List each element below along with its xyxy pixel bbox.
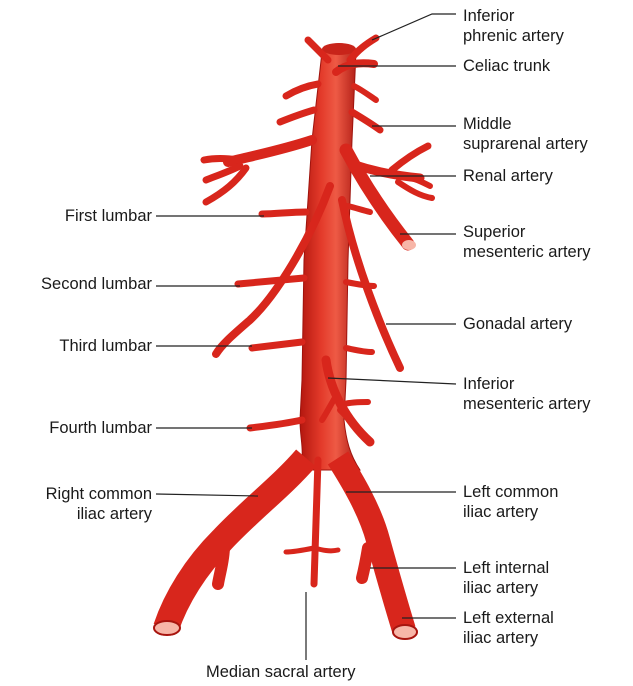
label-middle-suprarenal-artery: Middle suprarenal artery	[463, 114, 588, 154]
label-inferior-mesenteric-artery: Inferior mesenteric artery	[463, 374, 590, 414]
leader-inferior-phrenic	[372, 14, 456, 40]
label-first-lumbar: First lumbar	[65, 206, 152, 226]
label-superior-mesenteric-artery: Superior mesenteric artery	[463, 222, 590, 262]
leader-right-common-iliac	[156, 494, 258, 496]
leader-inferior-mesenteric	[328, 378, 456, 384]
right-common-iliac-artery	[166, 458, 306, 628]
superior-mesenteric-opening	[402, 240, 416, 250]
right-internal-iliac-artery	[218, 546, 224, 584]
label-left-common-iliac-artery: Left common iliac artery	[463, 482, 558, 522]
right-external-iliac-opening	[154, 621, 180, 635]
label-median-sacral-artery: Median sacral artery	[206, 662, 355, 682]
label-inferior-phrenic-artery: Inferior phrenic artery	[463, 6, 564, 46]
label-gonadal-artery: Gonadal artery	[463, 314, 572, 334]
aorta-top-opening	[322, 43, 356, 55]
label-right-common-iliac-artery: Right common iliac artery	[46, 484, 152, 524]
label-second-lumbar: Second lumbar	[41, 274, 152, 294]
label-left-internal-iliac-artery: Left internal iliac artery	[463, 558, 549, 598]
left-internal-iliac-artery	[362, 548, 368, 578]
label-third-lumbar: Third lumbar	[59, 336, 152, 356]
left-external-iliac-opening	[393, 625, 417, 639]
label-fourth-lumbar: Fourth lumbar	[49, 418, 152, 438]
right-renal-artery	[204, 140, 312, 202]
label-left-external-iliac-artery: Left external iliac artery	[463, 608, 554, 648]
label-renal-artery: Renal artery	[463, 166, 553, 186]
label-celiac-trunk: Celiac trunk	[463, 56, 550, 76]
